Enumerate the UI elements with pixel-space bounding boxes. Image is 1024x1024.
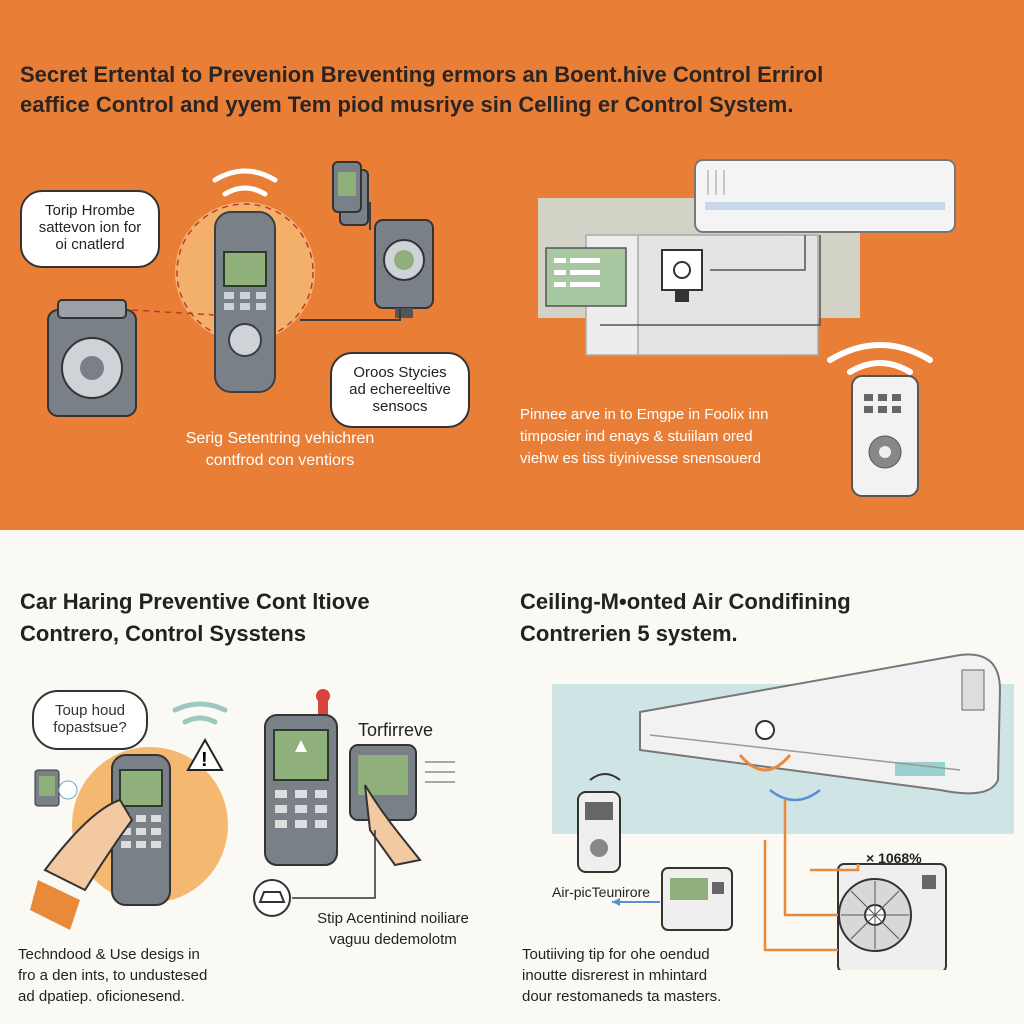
- wifi-icon: [212, 168, 278, 183]
- wall-remote-icon: [851, 375, 919, 497]
- remote-control-illustration: [47, 161, 434, 417]
- side-label: Torfirreve: [358, 720, 434, 740]
- phone-icon: [332, 161, 369, 226]
- small-phone-icon: [34, 769, 78, 807]
- warning-icon: [186, 737, 224, 771]
- percent-label: × 1068%: [866, 850, 922, 866]
- caption-right: Pinnee arve in to Emgpe in Foolix inn ti…: [520, 406, 769, 467]
- speech-bubble-left: Torip Hrombe sattevon ion for oi cnatler…: [20, 190, 160, 268]
- car-section-title: Car Haring Preventive Cont ltiove Contre…: [20, 589, 370, 646]
- speech-bubble-question: Toup houd fopastsue?: [32, 690, 148, 750]
- wifi-icon-2: [172, 701, 228, 713]
- signal-icon: [827, 342, 933, 363]
- bottom-panel: Car Haring Preventive Cont ltiove Contre…: [0, 530, 1024, 1024]
- wall-remote-icon-2: [577, 773, 621, 873]
- thermostat-icon-2: [661, 867, 733, 931]
- caption-left: Serig Setentring vehichren contfrod con …: [185, 430, 375, 469]
- handheld-illustration: !: [30, 689, 455, 930]
- wall-ac-unit-icon: [694, 159, 956, 233]
- hand-icon: [43, 798, 134, 892]
- control-panel-icon: [545, 247, 627, 307]
- top-panel: Secret Ertental to Prevenion Breventing …: [0, 0, 1024, 530]
- tablet-icon: [349, 744, 422, 867]
- handheld-remote-icon: [214, 211, 276, 393]
- stop-label: Stip Acentinind noiliare vaguu dedemolot…: [317, 910, 469, 948]
- ceiling-ac-unit-icon: [639, 653, 1002, 795]
- car-icon: [253, 879, 291, 917]
- camera-icon: [47, 299, 137, 417]
- outdoor-unit-icon: [837, 863, 947, 970]
- main-title: Secret Ertental to Prevenion Breventing …: [20, 62, 824, 117]
- sensor-icon: [661, 249, 703, 302]
- unit-label: Air-picTeunirore: [552, 884, 651, 900]
- ac-section-title: Ceiling-M•onted Air Condifining Contreri…: [520, 589, 851, 646]
- caption-bottom-left: Techndood & Use desigs in fro a den ints…: [18, 946, 208, 1005]
- ac-system-illustration: [538, 159, 956, 497]
- speech-bubble-sensors: Oroos Stycies ad echereeltive sensocs: [330, 352, 470, 428]
- thermostat-icon: [374, 219, 434, 318]
- held-remote-icon: [111, 754, 171, 906]
- caption-bottom-right: Toutiiving tip for ohe oendud inoutte di…: [522, 946, 722, 1005]
- svg-text:!: !: [201, 749, 208, 771]
- ceiling-ac-illustration: [552, 653, 1014, 970]
- device-icon: [264, 689, 338, 866]
